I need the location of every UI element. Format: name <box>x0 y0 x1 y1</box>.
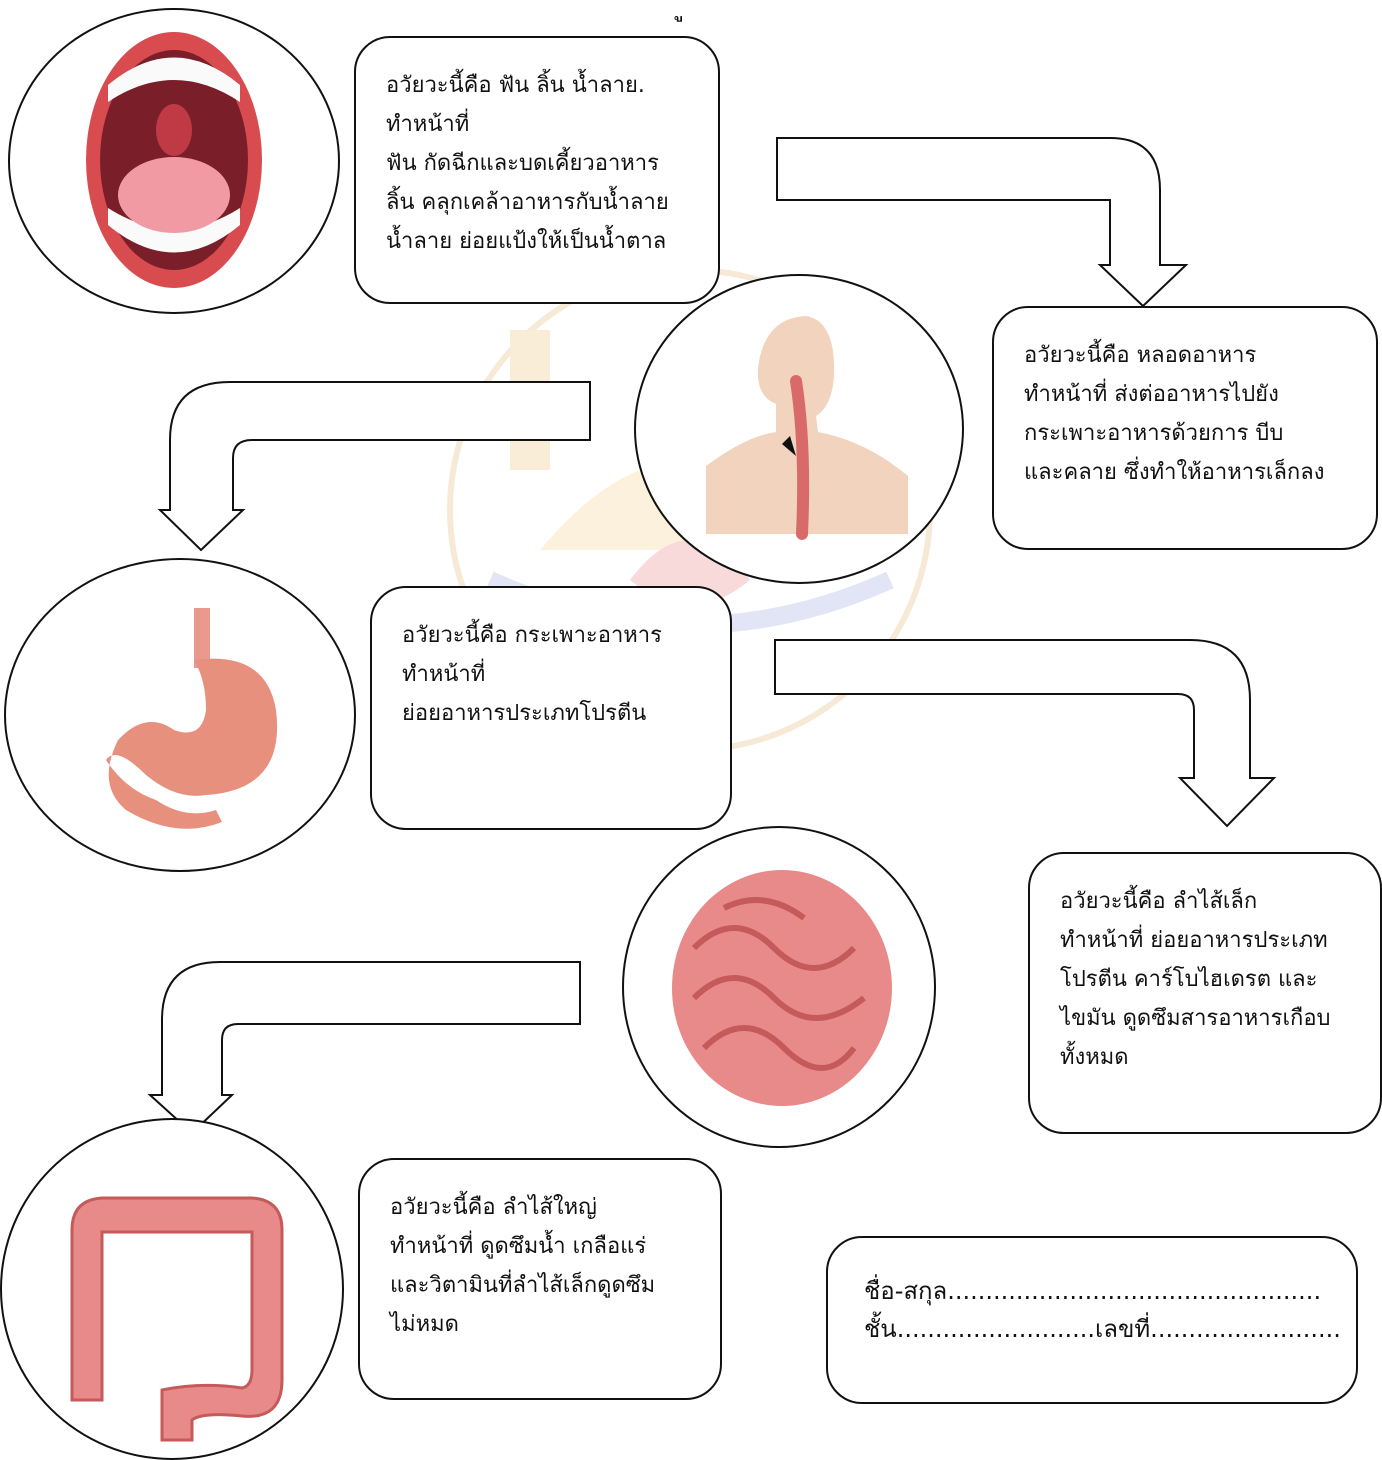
mouth-circle <box>8 8 340 314</box>
text-line: อวัยวะนี้คือ ฟัน ลิ้น น้ำลาย. <box>386 66 688 105</box>
text-line: ไม่หมด <box>390 1305 690 1344</box>
mouth-icon <box>10 10 338 312</box>
organ-box-esophagus: อวัยวะนี้คือ หลอดอาหาร ทำหน้าที่ ส่งต่ออ… <box>992 306 1378 550</box>
small-intestine-icon <box>624 828 934 1146</box>
large-intestine-circle <box>0 1118 344 1460</box>
text-line: และคลาย ซึ่งทำให้อาหารเล็กลง <box>1024 453 1346 492</box>
text-line: ทำหน้าที่ <box>402 655 700 694</box>
esophagus-icon <box>636 276 962 582</box>
flow-arrow-4 <box>150 962 580 1133</box>
text-line: อวัยวะนี้คือ ลำไส้เล็ก <box>1060 882 1350 921</box>
text-line: ทั้งหมด <box>1060 1038 1350 1077</box>
esophagus-circle <box>634 274 964 584</box>
large-intestine-icon <box>2 1120 342 1458</box>
text-line: กระเพาะอาหารด้วยการ บีบ <box>1024 414 1346 453</box>
text-line: ไขมัน ดูดซึมสารอาหารเกือบ <box>1060 999 1350 1038</box>
student-name-line[interactable]: ชื่อ-สกุล...............................… <box>864 1272 1320 1310</box>
stomach-circle <box>4 558 356 872</box>
text-line: ลิ้น คลุกเคล้าอาหารกับน้ำลาย <box>386 183 688 222</box>
text-line: น้ำลาย ย่อยแป้งให้เป็นน้ำตาล <box>386 222 688 261</box>
small-intestine-circle <box>622 826 936 1148</box>
text-line: ทำหน้าที่ ดูดซึมน้ำ เกลือแร่ <box>390 1227 690 1266</box>
organ-box-small-intestine: อวัยวะนี้คือ ลำไส้เล็ก ทำหน้าที่ ย่อยอาห… <box>1028 852 1382 1134</box>
text-line: อวัยวะนี้คือ กระเพาะอาหาร <box>402 616 700 655</box>
text-line: อวัยวะนี้คือ หลอดอาหาร <box>1024 336 1346 375</box>
text-line: อวัยวะนี้คือ ลำไส้ใหญ่ <box>390 1188 690 1227</box>
organ-box-mouth: อวัยวะนี้คือ ฟัน ลิ้น น้ำลาย. ทำหน้าที่ … <box>354 36 720 304</box>
text-line: ทำหน้าที่ <box>386 105 688 144</box>
stomach-icon <box>6 560 354 870</box>
student-info-box: ชื่อ-สกุล...............................… <box>826 1236 1358 1404</box>
flow-arrow-2 <box>160 382 590 550</box>
organ-box-stomach: อวัยวะนี้คือ กระเพาะอาหาร ทำหน้าที่ ย่อย… <box>370 586 732 830</box>
text-line: และวิตามินที่ลำไส้เล็กดูดซึม <box>390 1266 690 1305</box>
organ-box-large-intestine: อวัยวะนี้คือ ลำไส้ใหญ่ ทำหน้าที่ ดูดซึมน… <box>358 1158 722 1400</box>
text-line: ฟัน กัดฉีกและบดเคี้ยวอาหาร <box>386 144 688 183</box>
text-line: ทำหน้าที่ ย่อยอาหารประเภท <box>1060 921 1350 960</box>
text-line: โปรตีน คาร์โบไฮเดรต และ <box>1060 960 1350 999</box>
student-class-line[interactable]: ชั้น..........................เลขที่....… <box>864 1310 1320 1348</box>
text-line: ทำหน้าที่ ส่งต่ออาหารไปยัง <box>1024 375 1346 414</box>
text-line: ย่อยอาหารประเภทโปรตีน <box>402 694 700 733</box>
flow-arrow-3 <box>775 640 1274 826</box>
